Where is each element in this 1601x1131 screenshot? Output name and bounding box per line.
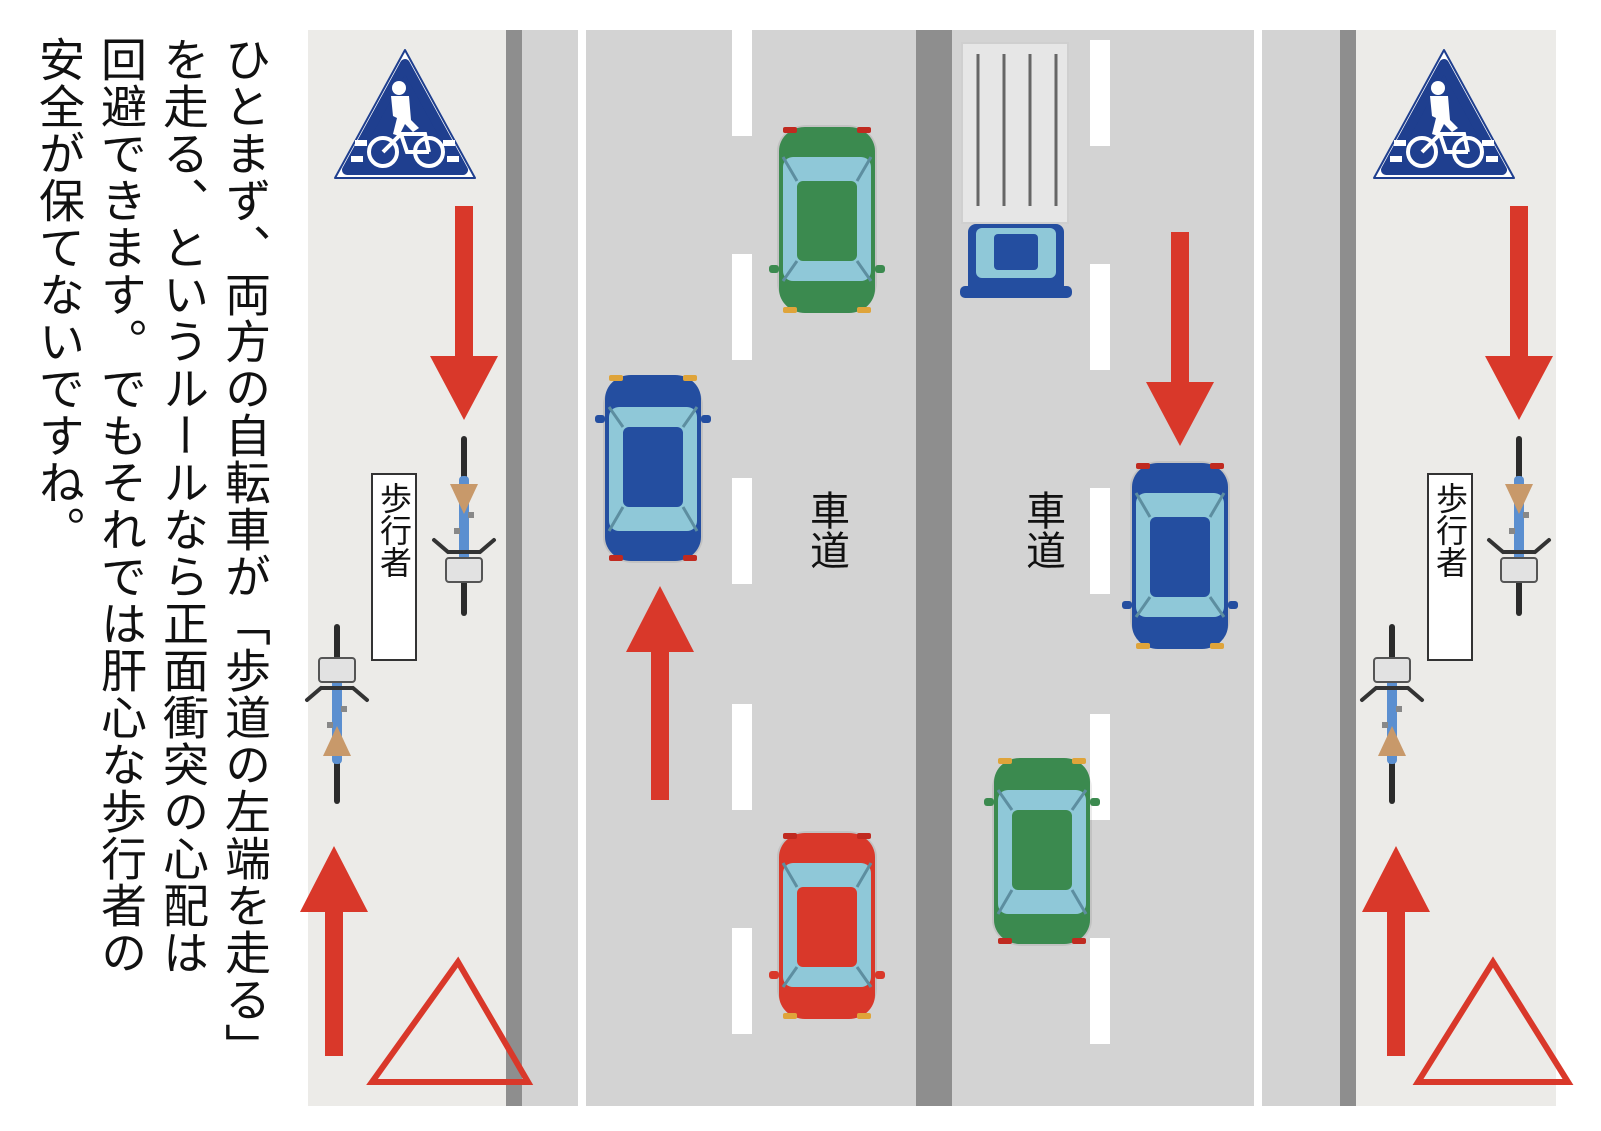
caption-line-1: ひとまず、両方の自転車が「歩道の左端を走る」: [218, 36, 272, 1070]
car-icon: [767, 123, 887, 315]
curb-right: [1340, 30, 1356, 1106]
warning-triangle-icon: [1412, 956, 1574, 1085]
arrow-down-icon: [430, 206, 498, 420]
arrow-down-icon: [1485, 206, 1553, 420]
median: [916, 30, 952, 1106]
bike-lane-right: [1262, 30, 1340, 1106]
sidewalk-label-right: 歩行者: [1431, 482, 1469, 578]
lane-dashes-right: [1090, 40, 1110, 1044]
road-label-left: 車道: [803, 490, 849, 570]
warning-triangle-icon: [366, 956, 534, 1085]
sidewalk-label-box-left: [371, 473, 417, 661]
lane-dashes-left: [732, 30, 752, 1034]
truck-icon: [960, 42, 1072, 298]
car-icon: [1120, 459, 1240, 651]
sidewalk-label-box-right: [1427, 473, 1473, 661]
bike-lane-left: [522, 30, 578, 1106]
car-icon: [767, 829, 887, 1021]
caption-line-3: 回避できます。でもそれでは肝心な歩行者の: [94, 36, 148, 976]
arrow-up-icon: [1362, 846, 1430, 1056]
road-label-right: 車道: [1019, 490, 1065, 570]
arrow-up-icon: [626, 586, 694, 800]
caption: ひとまず、両方の自転車が「歩道の左端を走る」 を走る、というルールなら正面衝突の…: [24, 36, 276, 1106]
car-icon: [982, 756, 1102, 948]
sidewalk-label-left: 歩行者: [375, 482, 413, 578]
caption-line-4: 安全が保てないですね。: [32, 36, 86, 553]
curb-left: [506, 30, 522, 1106]
caption-line-2: を走る、というルールなら正面衝突の心配は: [156, 36, 210, 976]
arrow-down-icon: [1146, 232, 1214, 446]
car-icon: [593, 373, 713, 565]
arrow-up-icon: [300, 846, 368, 1056]
edge-line-right: [1254, 30, 1262, 1106]
edge-line-left: [578, 30, 586, 1106]
